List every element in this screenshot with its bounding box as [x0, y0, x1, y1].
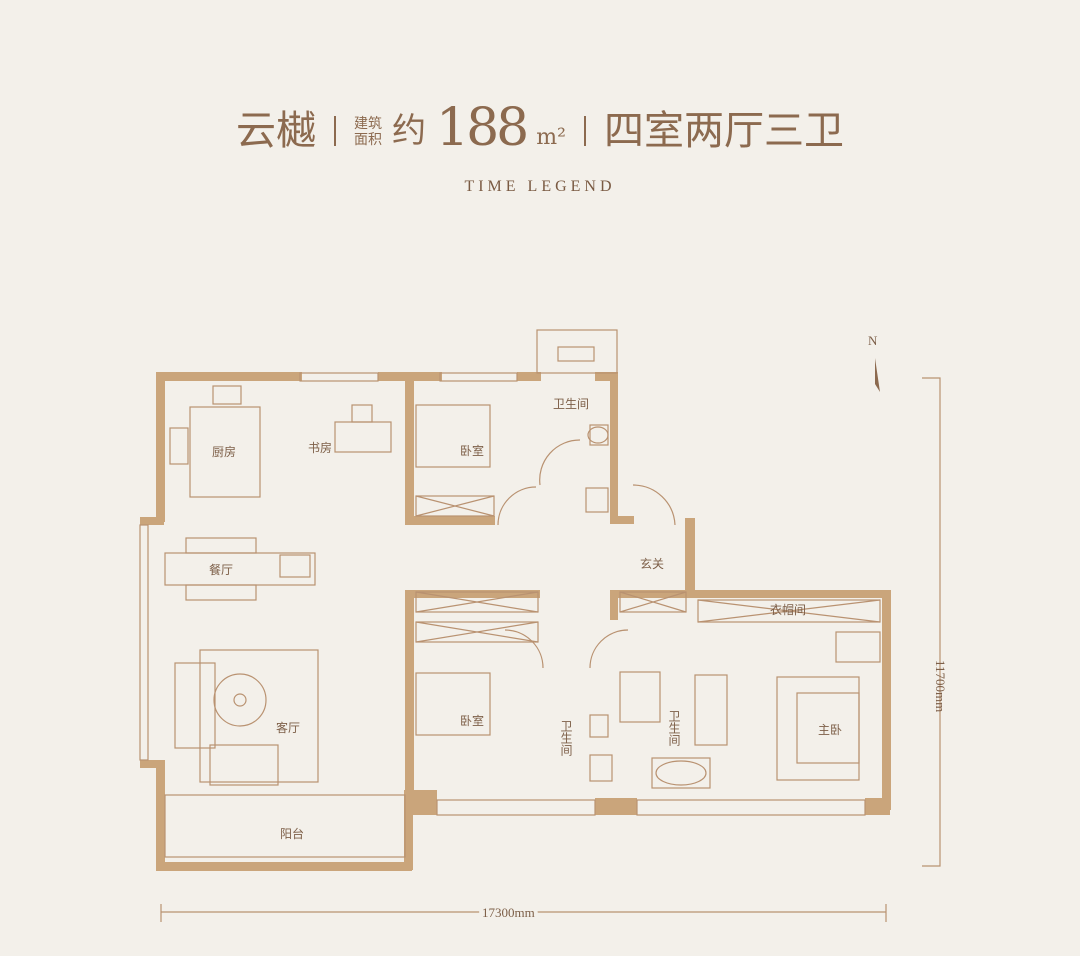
divider — [334, 116, 337, 146]
room-labels: 厨房 书房 卧室 卫生间 餐厅 玄关 衣帽间 客厅 卧室 卫生间 卫生间 主卧 … — [209, 397, 842, 841]
room-balcony: 阳台 — [280, 826, 304, 841]
room-study: 书房 — [308, 440, 332, 455]
room-bathroom-south: 卫生间 — [559, 720, 573, 756]
room-bedroom-north: 卧室 — [460, 443, 484, 458]
room-kitchen: 厨房 — [212, 444, 236, 459]
room-bathroom-master: 卫生间 — [667, 710, 681, 746]
project-name: 云樾 — [236, 108, 317, 154]
title-bar: 云樾 建筑 面积 约 188 m² 四室两厅三卫 — [0, 100, 1080, 156]
width-dimension: 17300mm — [482, 905, 535, 920]
layout-type: 四室两厅三卫 — [603, 108, 844, 154]
room-master-bedroom: 主卧 — [818, 723, 842, 737]
walls — [140, 372, 891, 871]
height-dimension: 11700mm — [933, 660, 948, 712]
area-unit: m² — [536, 125, 566, 150]
room-walk-in-closet: 衣帽间 — [770, 602, 806, 617]
compass: N — [868, 333, 880, 392]
area-value: 188 — [436, 98, 529, 158]
area-label-line2: 面积 — [354, 132, 383, 148]
room-bathroom-north: 卫生间 — [553, 397, 589, 411]
area-label: 建筑 面积 — [354, 116, 382, 148]
north-label: N — [868, 333, 878, 348]
divider — [583, 116, 586, 146]
dimension-lines: 11700mm 17300mm — [160, 377, 948, 924]
area-label-line1: 建筑 — [354, 116, 383, 132]
fixtures — [139, 329, 881, 858]
room-dining: 餐厅 — [209, 562, 233, 577]
subtitle: TIME LEGEND — [464, 178, 616, 195]
approx: 约 — [392, 111, 427, 151]
room-living: 客厅 — [276, 720, 300, 735]
room-bedroom-south: 卧室 — [460, 713, 484, 728]
room-foyer: 玄关 — [640, 556, 664, 571]
north-arrow-icon — [875, 358, 880, 392]
